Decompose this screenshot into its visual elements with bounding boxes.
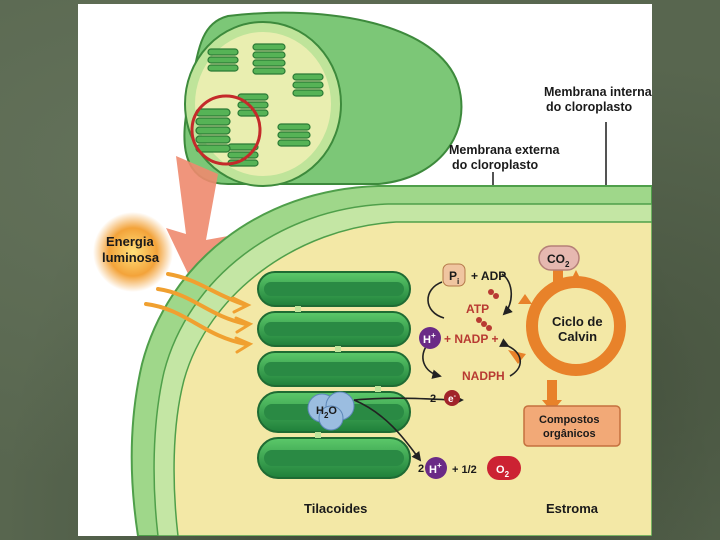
diagram-panel: Membrana interna do cloroplasto Membrana… <box>78 4 652 536</box>
inner-membrane-label-2: do cloroplasto <box>546 100 632 114</box>
adp-label: + ADP <box>471 269 506 283</box>
light-label: Energia <box>106 234 154 249</box>
light-label-2: luminosa <box>102 250 160 265</box>
inner-membrane-label: Membrana interna <box>544 85 652 99</box>
water-label: H2O <box>316 405 337 420</box>
atp-label: ATP <box>466 302 489 316</box>
light-glow <box>93 212 173 292</box>
light-rays <box>144 272 254 354</box>
chloroplast-diagram: Membrana interna do cloroplasto Membrana… <box>93 11 652 536</box>
outer-membrane-label-2: do cloroplasto <box>452 158 538 172</box>
calvin-label-2: Calvin <box>558 329 597 344</box>
zoom-highlight-circle <box>190 94 262 166</box>
proton-count: 2 <box>418 463 424 475</box>
electron-count: 2 <box>430 393 436 405</box>
co2-label: CO2 <box>547 252 570 269</box>
outer-membrane-label: Membrana externa <box>449 143 561 157</box>
organic-label: Compostos <box>539 414 600 426</box>
electron-badge <box>444 390 460 406</box>
calvin-label: Ciclo de <box>552 314 603 329</box>
h-plus-label: H+ <box>423 331 436 346</box>
nadph-label: NADPH <box>462 369 505 383</box>
water-molecule <box>307 391 355 431</box>
thylakoids-label: Tilacoides <box>304 501 367 516</box>
co2-badge <box>538 245 580 271</box>
h-plus-label-2: H+ <box>429 461 442 476</box>
half-oxygen-label: + 1/2 <box>452 464 477 476</box>
nadp-label: + NADP + <box>444 332 498 346</box>
proton-badge <box>419 327 441 349</box>
pi-label: Pi <box>449 269 459 286</box>
proton-badge <box>425 457 447 479</box>
thylakoid-stack <box>257 271 411 479</box>
stroma-label: Estroma <box>546 501 599 516</box>
electron-label: e- <box>448 393 457 405</box>
organic-compounds-box <box>523 405 621 447</box>
chloroplast-overview <box>183 11 463 187</box>
oxygen-badge <box>487 456 521 480</box>
o2-label: O2 <box>496 464 510 479</box>
organic-label-2: orgânicos <box>543 428 596 440</box>
